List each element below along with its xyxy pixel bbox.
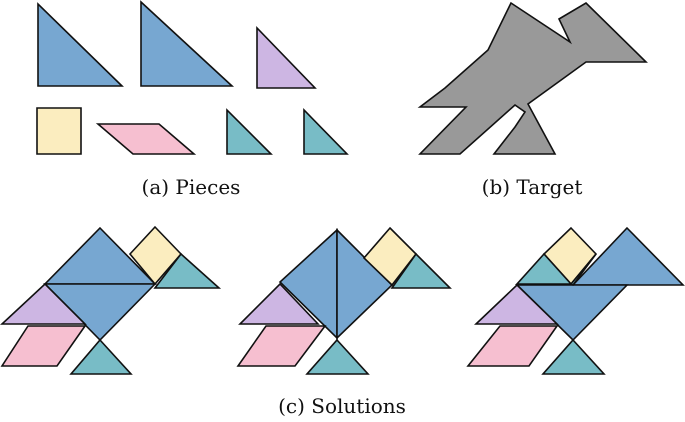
solution-1-small-triangle-head	[153, 252, 222, 289]
solution-2	[236, 226, 452, 375]
solution-2-small-triangle-head	[390, 252, 452, 289]
piece-parallelogram	[95, 123, 197, 155]
piece-square	[36, 107, 82, 155]
solution-1-small-triangle-foot	[69, 338, 133, 375]
caption-pieces: (a) Pieces	[142, 175, 241, 199]
target-panel: (b) Target	[417, 1, 648, 199]
solution-3-medium-triangle	[473, 283, 559, 325]
solution-2-small-triangle-foot	[305, 338, 370, 375]
solution-3	[466, 226, 685, 375]
solution-3-small-triangle-right	[569, 253, 597, 287]
solution-2-parallelogram	[236, 325, 327, 367]
solution-2-medium-triangle	[238, 282, 320, 325]
piece-medium-triangle	[256, 26, 317, 89]
piece-large-triangle-1	[37, 2, 124, 87]
solution-1	[0, 225, 222, 375]
solution-3-small-triangle-left	[515, 252, 573, 285]
caption-solutions: (c) Solutions	[278, 394, 406, 418]
piece-small-triangle-2	[303, 108, 349, 155]
solution-1-medium-triangle	[0, 282, 87, 325]
solution-1-square	[128, 225, 183, 286]
piece-small-triangle-1	[226, 108, 273, 155]
pieces-panel: (a) Pieces	[36, 0, 349, 199]
solution-2-square	[362, 226, 418, 287]
caption-target: (b) Target	[482, 175, 583, 199]
piece-large-triangle-2	[140, 0, 235, 87]
solution-3-parallelogram	[466, 325, 559, 367]
solution-3-small-triangle-foot	[541, 338, 606, 375]
target-silhouette	[417, 1, 648, 155]
solution-1-parallelogram	[0, 325, 87, 367]
